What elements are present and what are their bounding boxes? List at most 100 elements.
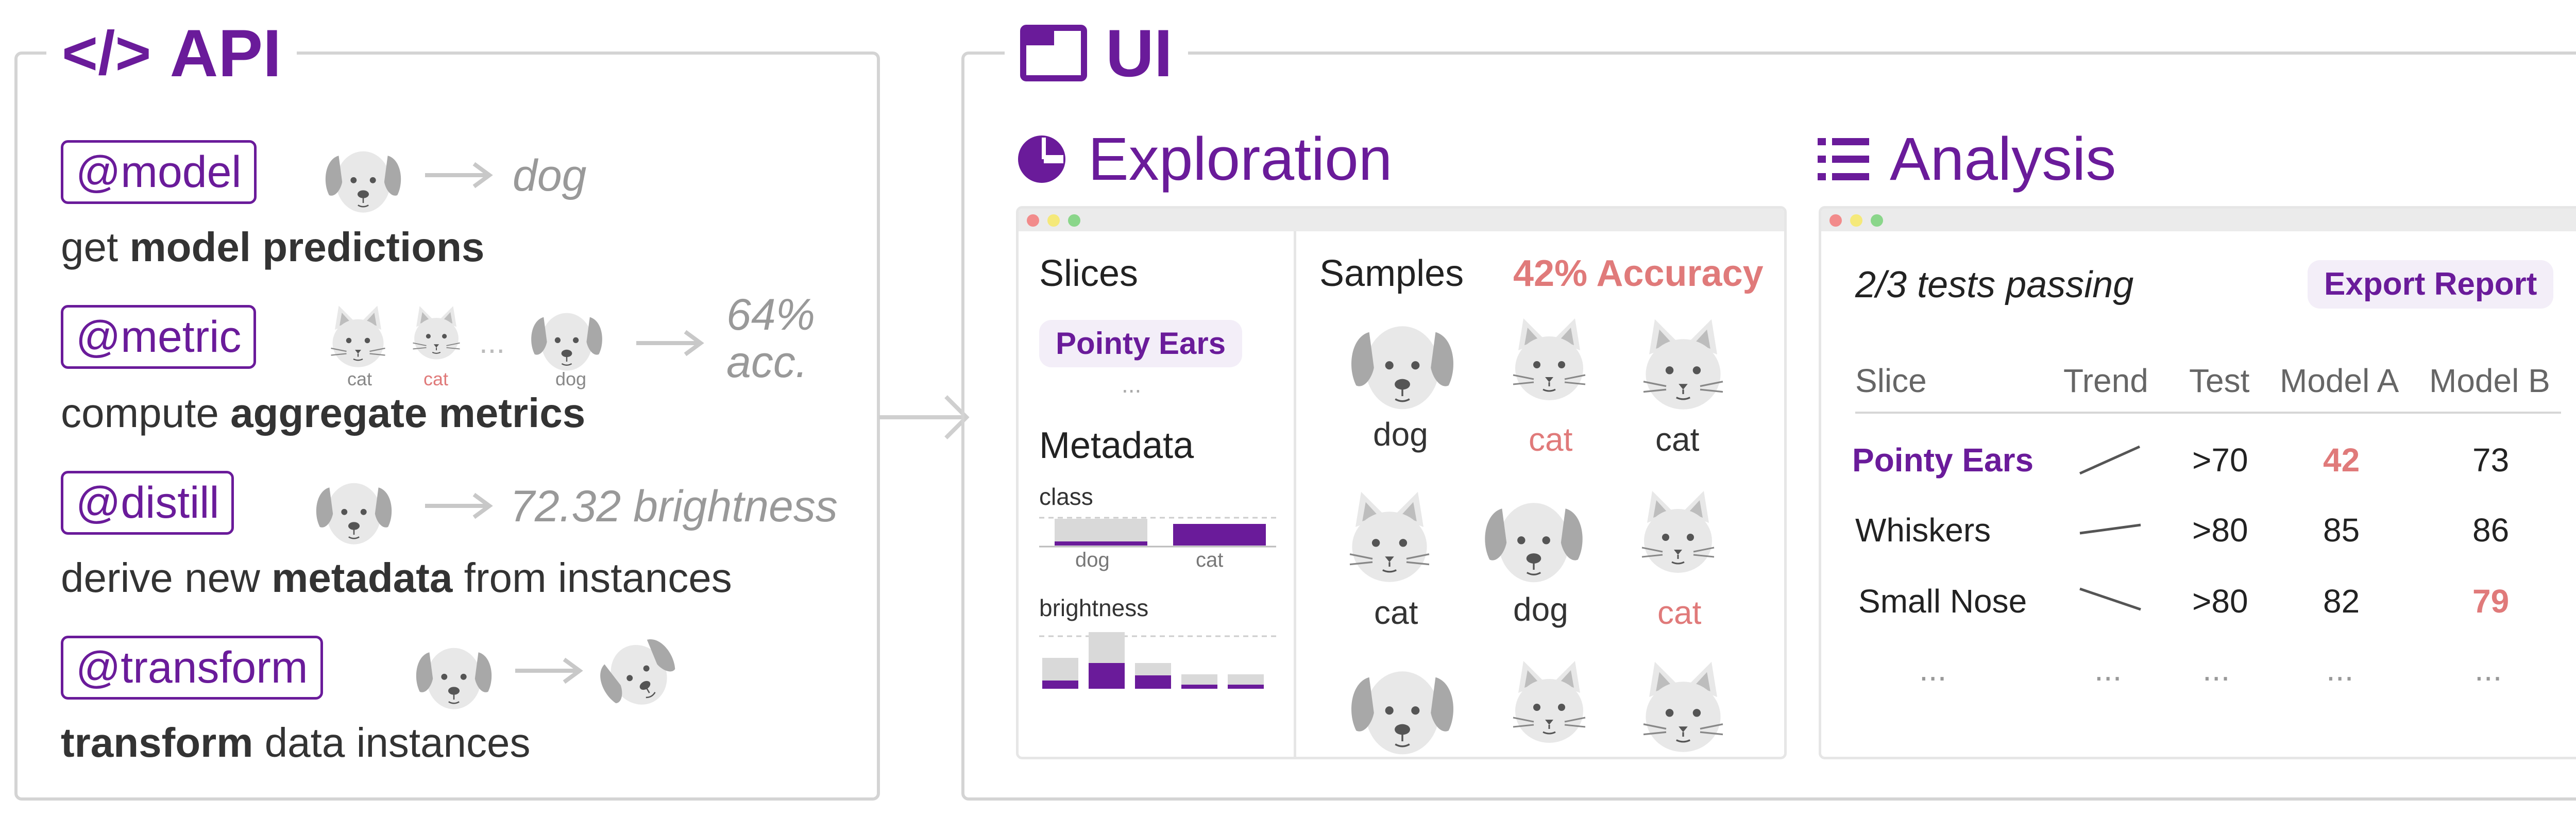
class-tick-cat: cat xyxy=(1196,549,1224,571)
distill-desc: derive new metadata from instances xyxy=(61,557,732,599)
cat-icon xyxy=(319,299,397,376)
cat-icon xyxy=(403,291,470,376)
more-slice: ... xyxy=(1919,651,1947,688)
accuracy-label: 42% Accuracy xyxy=(1513,253,1764,294)
list-icon xyxy=(1818,138,1869,180)
class-bar-dog xyxy=(1055,541,1147,546)
sample-label-2: cat xyxy=(1529,421,1573,458)
brightness-chart xyxy=(1039,632,1276,689)
metric-ellipsis: ... xyxy=(479,325,505,360)
api-panel xyxy=(14,52,880,801)
row-model-b: 79 xyxy=(2472,583,2510,620)
metric-label-2: cat xyxy=(423,368,449,389)
dog-icon xyxy=(410,630,498,717)
transform-tag: @transform xyxy=(61,636,323,700)
close-dot[interactable] xyxy=(1027,214,1039,227)
distill-desc-pre: derive new xyxy=(61,555,272,601)
sample-dog-icon[interactable] xyxy=(1338,647,1467,759)
transform-desc-post: data instances xyxy=(253,720,531,766)
exploration-window: Slices Pointy Ears ... Metadata class do… xyxy=(1016,206,1787,759)
slices-more: ... xyxy=(1122,371,1142,398)
slices-label: Slices xyxy=(1039,253,1139,294)
row-model-a: 82 xyxy=(2323,583,2360,620)
model-output: dog xyxy=(513,151,587,200)
transform-desc: transform data instances xyxy=(61,722,531,763)
maximize-dot[interactable] xyxy=(1871,214,1883,227)
more-test: ... xyxy=(2202,651,2230,688)
minimize-dot[interactable] xyxy=(1047,214,1060,227)
col-header-slice: Slice xyxy=(1855,362,1927,399)
row-slice[interactable]: Pointy Ears xyxy=(1852,441,2034,479)
transform-desc-bold: transform xyxy=(61,720,253,766)
row-test: >80 xyxy=(2192,583,2248,620)
metric-desc-bold: aggregate metrics xyxy=(230,390,586,436)
brightness-label: brightness xyxy=(1039,594,1149,621)
more-model-a: ... xyxy=(2326,651,2354,688)
sample-dog-icon[interactable] xyxy=(1472,479,1596,592)
dog-icon xyxy=(319,133,407,220)
sample-dog-icon[interactable] xyxy=(1338,301,1467,420)
col-header-model-a: Model A xyxy=(2280,362,2399,399)
sample-cat-icon[interactable] xyxy=(1626,469,1730,598)
distill-desc-post: from instances xyxy=(452,555,732,601)
sample-cat-icon[interactable] xyxy=(1498,296,1601,425)
metric-desc: compute aggregate metrics xyxy=(61,393,585,434)
trend-sparkline xyxy=(2079,445,2141,475)
samples-label: Samples xyxy=(1319,253,1464,294)
api-title-text: API xyxy=(170,15,282,91)
window-icon xyxy=(1020,25,1087,81)
col-header-test: Test xyxy=(2189,362,2250,399)
ui-title-text: UI xyxy=(1106,15,1173,91)
sample-label-6: cat xyxy=(1657,594,1702,631)
tests-status: 2/3 tests passing xyxy=(1855,264,2134,305)
metric-desc-pre: compute xyxy=(61,390,231,436)
close-dot[interactable] xyxy=(1829,214,1842,227)
row-model-a: 85 xyxy=(2323,512,2360,549)
sample-label-4: cat xyxy=(1374,594,1418,631)
slice-pill[interactable]: Pointy Ears xyxy=(1039,320,1243,367)
sample-label-5: dog xyxy=(1513,591,1568,628)
analysis-window: 2/3 tests passing Export Report Slice Tr… xyxy=(1819,206,2576,759)
model-tag: @model xyxy=(61,140,257,204)
sample-label-3: cat xyxy=(1655,421,1700,458)
maximize-dot[interactable] xyxy=(1068,214,1080,227)
trend-sparkline xyxy=(2079,587,2141,611)
sample-cat-icon[interactable] xyxy=(1328,482,1451,595)
export-report-button[interactable]: Export Report xyxy=(2308,260,2554,309)
arrow-icon xyxy=(636,330,704,356)
sample-label-1: dog xyxy=(1373,416,1428,453)
distill-output: 72.32 brightness xyxy=(510,482,838,531)
row-test: >80 xyxy=(2192,512,2248,549)
analysis-title-text: Analysis xyxy=(1890,125,2116,193)
more-trend: ... xyxy=(2094,651,2122,688)
sample-cat-icon[interactable] xyxy=(1498,639,1601,759)
exploration-title-text: Exploration xyxy=(1088,125,1393,193)
row-test: >70 xyxy=(2192,441,2248,479)
arrow-icon xyxy=(425,162,493,189)
row-slice[interactable]: Small Nose xyxy=(1858,583,2027,620)
minimize-dot[interactable] xyxy=(1850,214,1862,227)
distill-tag: @distill xyxy=(61,471,234,535)
row-slice[interactable]: Whiskers xyxy=(1855,512,1991,549)
more-model-b: ... xyxy=(2475,651,2502,688)
row-model-a: 42 xyxy=(2323,441,2360,479)
header-divider xyxy=(1855,412,2561,414)
model-desc: get model predictions xyxy=(61,227,484,268)
distill-desc-bold: metadata xyxy=(272,555,453,601)
row-model-b: 73 xyxy=(2472,441,2510,479)
class-chart xyxy=(1039,517,1276,548)
pane-divider xyxy=(1294,231,1296,757)
metric-output-2: acc. xyxy=(726,337,808,387)
sample-cat-icon[interactable] xyxy=(1621,652,1745,759)
sample-cat-icon[interactable] xyxy=(1621,309,1745,422)
pie-chart-icon xyxy=(1018,135,1065,183)
class-label: class xyxy=(1039,483,1093,510)
model-desc-bold: model predictions xyxy=(129,224,485,270)
exploration-title: Exploration xyxy=(1016,129,1392,190)
window-titlebar xyxy=(1821,209,2576,231)
metric-label-3: dog xyxy=(555,368,587,389)
class-bar-cat xyxy=(1173,524,1266,546)
class-tick-dog: dog xyxy=(1075,549,1110,571)
api-title: </> API xyxy=(46,20,297,87)
trend-sparkline xyxy=(2079,523,2141,535)
